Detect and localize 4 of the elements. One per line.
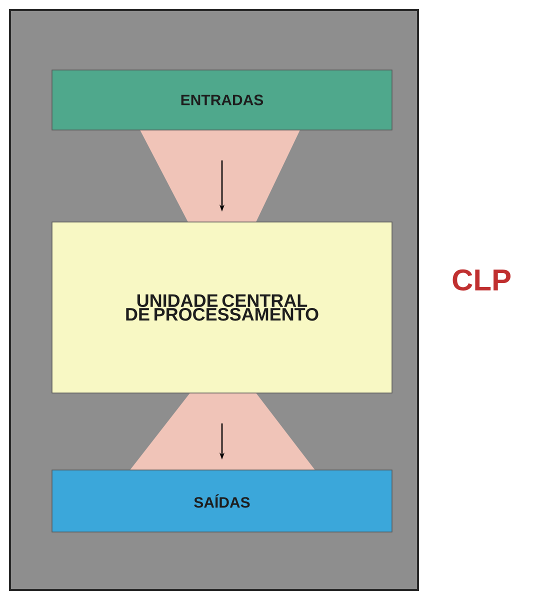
processing-box: UNIDADE CENTRAL DE PROCESSAMENTO [52, 222, 392, 394]
input-box: ENTRADAS [52, 70, 392, 130]
output-box: SAÍDAS [52, 470, 392, 532]
side-label: CLP [452, 269, 511, 291]
